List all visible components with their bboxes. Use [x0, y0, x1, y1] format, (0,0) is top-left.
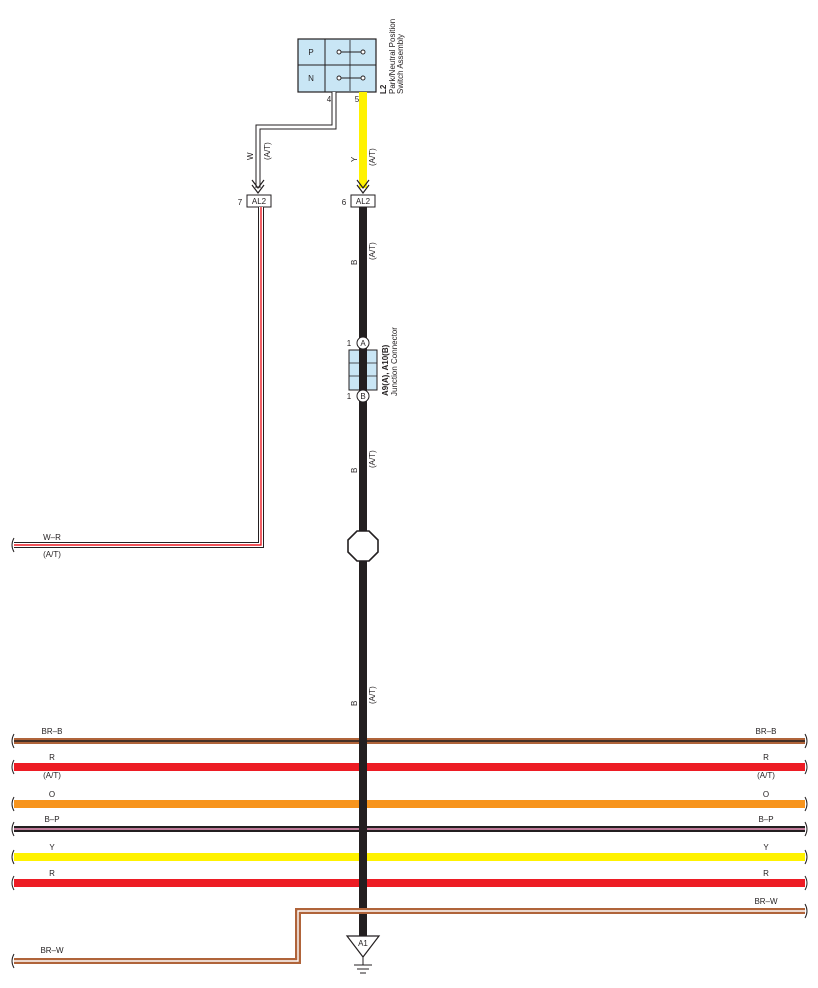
junction-connector: A 1 B 1: [347, 336, 378, 403]
bus-label-left: R: [49, 869, 55, 878]
wire-break-icon: [11, 796, 15, 812]
bus-note-left: (A/T): [43, 771, 61, 780]
black-wire-label-1: B (A/T): [350, 242, 377, 265]
yellow-wire: [356, 92, 370, 194]
bus-label-left: B–P: [44, 815, 59, 824]
black-wire-label-3: B (A/T): [350, 686, 377, 706]
connector-label: AL2: [356, 197, 371, 206]
white-wire: [251, 92, 337, 194]
white-wire-label: W (A/T): [246, 142, 272, 160]
bus-wire-4: B–P B–P: [11, 815, 808, 837]
svg-text:A9(A), A10(B): A9(A), A10(B): [381, 344, 390, 396]
br-w-wire: [11, 903, 808, 969]
ground-point-a1: A1: [345, 935, 381, 974]
park-neutral-switch: P N 4 5 L2 Park/Neutral Position Switch …: [297, 19, 405, 104]
connector-al2-left: 7 AL2: [238, 194, 272, 208]
wire-break-icon: [11, 759, 15, 775]
switch-contact-n: [336, 75, 366, 81]
connector-pin: 7: [238, 198, 243, 207]
wire-break-icon: [11, 849, 15, 865]
svg-text:B: B: [350, 701, 359, 706]
bus-wire-1: BR–B BR–B: [11, 727, 808, 749]
bus-wire-2: R R (A/T) (A/T): [11, 753, 808, 780]
svg-text:Y: Y: [350, 156, 359, 162]
ground-triangle-icon: [345, 935, 381, 958]
svg-text:1: 1: [347, 339, 352, 348]
switch-position-n: N: [308, 74, 314, 83]
black-wire-label-2: B (A/T): [350, 450, 377, 473]
wire-break-icon: [804, 796, 808, 812]
svg-text:(A/T): (A/T): [368, 148, 377, 166]
wire-break-icon: [11, 733, 15, 749]
svg-text:(A/T): (A/T): [263, 142, 272, 160]
bus-label-right: R: [763, 753, 769, 762]
wire-break-icon: [11, 821, 15, 837]
svg-text:1: 1: [347, 392, 352, 401]
connector-al2-right: 6 AL2: [342, 194, 376, 208]
switch-pin-5: 5: [355, 95, 360, 104]
wire-break-icon: [804, 821, 808, 837]
svg-text:B: B: [350, 468, 359, 473]
bus-label-right: B–P: [758, 815, 773, 824]
switch-code: L2: [379, 84, 388, 94]
wire-break-icon: [11, 875, 15, 891]
ground-label: A1: [358, 939, 368, 948]
wire-break-icon: [804, 875, 808, 891]
w-r-wire-note: (A/T): [43, 550, 61, 559]
bus-label-left: BR–B: [42, 727, 63, 736]
svg-text:A: A: [360, 339, 366, 348]
svg-text:(A/T): (A/T): [368, 242, 377, 260]
switch-pin-4: 4: [327, 95, 332, 104]
wire-break-icon: [804, 759, 808, 775]
switch-contact-p: [336, 40, 366, 91]
svg-text:Junction Connector: Junction Connector: [390, 327, 399, 396]
svg-text:(A/T): (A/T): [368, 686, 377, 704]
connector-pin: 6: [342, 198, 347, 207]
bus-label-right: O: [763, 790, 769, 799]
svg-text:W: W: [246, 152, 255, 160]
bus-note-right: (A/T): [757, 771, 775, 780]
switch-name: L2 Park/Neutral Position Switch Assembly: [379, 19, 405, 94]
junction-terminal-a: [356, 336, 370, 350]
bus-label-right: R: [763, 869, 769, 878]
arrow-icon: [251, 179, 265, 189]
switch-name-line1: Park/Neutral Position: [388, 19, 397, 94]
junction-connector-name: A9(A), A10(B) Junction Connector: [381, 327, 399, 396]
svg-text:B: B: [350, 260, 359, 265]
switch-position-p: P: [308, 48, 313, 57]
yellow-wire-label: Y (A/T): [350, 148, 377, 166]
arrow-icon: [356, 179, 370, 189]
junction-terminal-b: [356, 389, 370, 403]
splice-point-icon: [347, 530, 379, 562]
svg-text:(A/T): (A/T): [368, 450, 377, 468]
w-r-wire: [11, 207, 264, 553]
switch-name-line2: Switch Assembly: [396, 34, 405, 94]
bus-label-right: Y: [763, 843, 769, 852]
bus-label-left: O: [49, 790, 55, 799]
wire-break-icon: [804, 849, 808, 865]
bus-label-right: BR–B: [756, 727, 777, 736]
wire-break-icon: [804, 733, 808, 749]
bus-label-left: R: [49, 753, 55, 762]
w-r-wire-label: W–R: [43, 533, 61, 542]
connector-label: AL2: [252, 197, 267, 206]
bus-label-left: Y: [49, 843, 55, 852]
br-w-right-label: BR–W: [754, 897, 778, 906]
br-w-left-label: BR–W: [40, 946, 64, 955]
svg-text:B: B: [360, 392, 365, 401]
